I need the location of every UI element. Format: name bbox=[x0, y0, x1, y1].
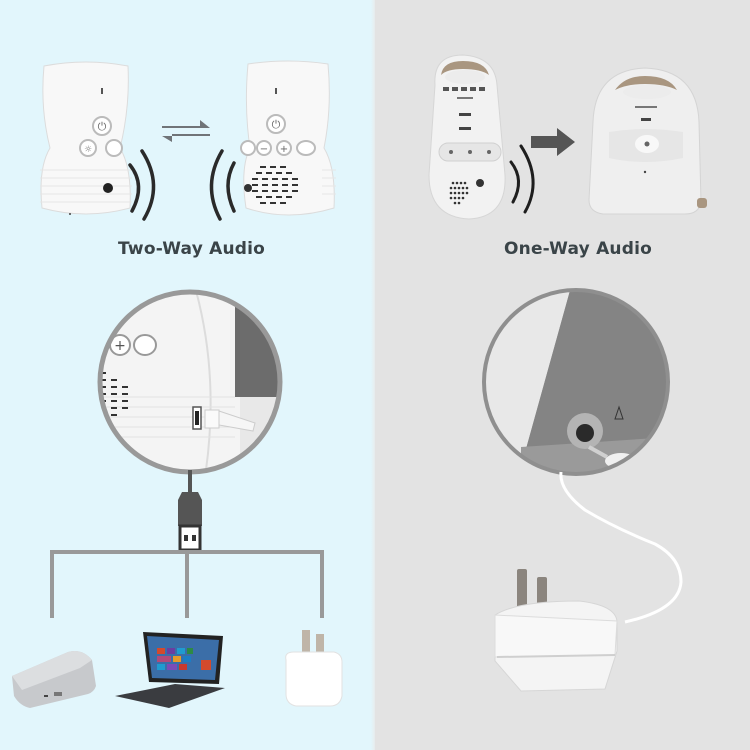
sound-wave-icon bbox=[209, 149, 236, 221]
svg-text:+: + bbox=[280, 144, 288, 155]
panel-divider bbox=[371, 0, 377, 750]
wall-adapter-cord bbox=[559, 471, 683, 624]
one-way-audio-panel: One-Way Audio bbox=[375, 0, 750, 750]
sound-wave-icon bbox=[128, 149, 156, 221]
one-way-baby-unit-illustration bbox=[588, 67, 707, 215]
two-way-audio-caption: Two-Way Audio bbox=[118, 239, 266, 259]
svg-text:−: − bbox=[260, 144, 268, 155]
two-way-baby-unit-illustration: ⏻ − + bbox=[240, 60, 336, 216]
one-way-audio-caption: One-Way Audio bbox=[504, 239, 653, 259]
right-arrow-icon bbox=[531, 128, 575, 156]
two-way-parent-unit-illustration: ⏻ ☼ bbox=[40, 61, 132, 215]
dc-jack-detail-illustration bbox=[482, 288, 670, 476]
tablet-laptop-icon bbox=[115, 632, 225, 708]
micro-usb-port-detail-illustration: + bbox=[97, 289, 283, 475]
svg-text:⏻: ⏻ bbox=[272, 118, 281, 131]
connector-tree bbox=[50, 550, 324, 618]
svg-text:+: + bbox=[114, 338, 126, 354]
two-way-audio-panel: ⏻ ☼ ⏻ − + bbox=[0, 0, 375, 750]
svg-text:⏻: ⏻ bbox=[98, 120, 107, 133]
usb-plug-icon bbox=[178, 470, 202, 552]
bidirectional-arrow-icon bbox=[162, 120, 210, 142]
sound-wave-icon bbox=[509, 144, 535, 214]
usb-wall-adapter-icon bbox=[285, 630, 343, 707]
wall-adapter-us-plug-icon bbox=[494, 569, 618, 692]
power-bank-icon bbox=[12, 651, 96, 708]
svg-text:☼: ☼ bbox=[84, 145, 92, 155]
one-way-parent-unit-illustration bbox=[428, 54, 506, 220]
